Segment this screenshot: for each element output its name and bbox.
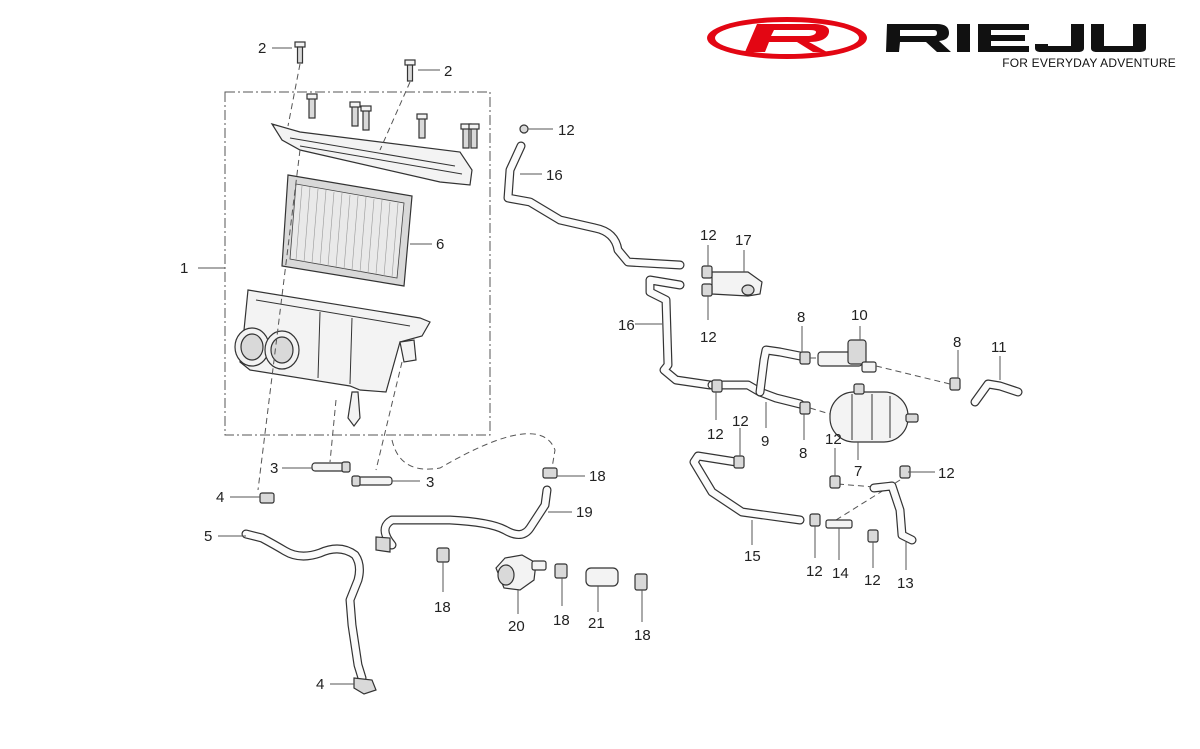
hose-clamp-8 <box>799 401 811 415</box>
callout-20: 20 <box>508 618 525 635</box>
callout-18: 18 <box>589 468 606 485</box>
callout-12: 12 <box>825 431 842 448</box>
hose-15-inner <box>690 452 804 524</box>
callout-18: 18 <box>553 612 570 629</box>
hose-clamp <box>259 492 275 504</box>
hose-19-end <box>375 536 391 553</box>
callout-8: 8 <box>953 334 961 351</box>
screw-axis-line <box>287 63 301 127</box>
logo-r-letter <box>745 24 830 52</box>
hose-clamp-18-end <box>634 573 648 591</box>
callout-16: 16 <box>618 317 635 334</box>
callout-8: 8 <box>797 309 805 326</box>
callout-21: 21 <box>588 615 605 632</box>
airbox-side-fitting <box>399 339 417 363</box>
callout-12: 12 <box>707 426 724 443</box>
vent-hose-16-upper-inner <box>504 142 684 269</box>
intake-hose-19-inner <box>376 486 551 549</box>
callout-12: 12 <box>558 122 575 139</box>
hose-clamp-18-upper <box>542 467 558 479</box>
callout-4: 4 <box>216 489 224 506</box>
callout-12: 12 <box>732 413 749 430</box>
logo-wordmark <box>886 24 1146 52</box>
airbox-intake-ports <box>234 327 300 370</box>
charcoal-canister-7 <box>829 383 919 443</box>
drain-hose-plug <box>353 677 377 695</box>
callout-10: 10 <box>851 307 868 324</box>
airbox-group-boundary <box>224 91 491 436</box>
screw-axis-line <box>379 81 411 151</box>
callout-6: 6 <box>436 236 444 253</box>
solenoid-valve-10 <box>817 339 877 373</box>
hose-clamp-8 <box>799 351 811 365</box>
hose-clamp-12 <box>733 455 745 469</box>
callout-13: 13 <box>897 575 914 592</box>
callout-12: 12 <box>700 329 717 346</box>
screw-top-left <box>294 41 306 64</box>
airbox-drain-spout <box>347 391 361 427</box>
callout-9: 9 <box>761 433 769 450</box>
callout-16: 16 <box>546 167 563 184</box>
connector-pipe-right <box>351 475 393 487</box>
lid-screws <box>306 93 480 149</box>
hose-clamp-12-top <box>519 124 529 134</box>
route-line <box>809 407 831 415</box>
callout-3: 3 <box>270 460 278 477</box>
callout-3: 3 <box>426 474 434 491</box>
callout-12: 12 <box>806 563 823 580</box>
hose-11-inner <box>971 380 1022 406</box>
callout-8: 8 <box>799 445 807 462</box>
callout-11: 11 <box>991 339 1007 356</box>
air-filter-pleats <box>295 185 399 278</box>
callout-2: 2 <box>258 40 266 57</box>
brand-tagline: FOR EVERYDAY ADVENTURE <box>1002 56 1176 70</box>
screw-top-right <box>404 59 416 82</box>
callout-18: 18 <box>634 627 651 644</box>
route-line <box>875 365 951 385</box>
assembly-line <box>375 361 403 471</box>
assembly-line <box>257 149 301 491</box>
hose-clamp-12 <box>829 475 841 489</box>
rieju-logo <box>707 17 1146 59</box>
callout-labels: 1 2 2 3 3 4 4 5 6 7 8 8 8 9 10 11 12 12 … <box>180 40 1007 693</box>
callout-17: 17 <box>735 232 752 249</box>
callout-2: 2 <box>444 63 452 80</box>
callout-5: 5 <box>204 528 212 545</box>
airbox-body-edge <box>255 299 411 385</box>
t-fitting-17 <box>711 271 763 297</box>
callout-1: 1 <box>180 260 188 277</box>
short-hose-21 <box>585 567 619 587</box>
hose-clamp-18-mid <box>436 547 450 563</box>
drain-route-line <box>391 433 556 470</box>
connector-pipe-left <box>311 461 351 473</box>
callout-15: 15 <box>744 548 761 565</box>
hose-clamp-8 <box>949 377 961 391</box>
hose-13-inner <box>870 482 916 544</box>
callout-18: 18 <box>434 599 451 616</box>
hose-9-loop-inner <box>756 346 804 396</box>
hose-clamp-12 <box>867 529 879 543</box>
callout-19: 19 <box>576 504 593 521</box>
assembly-line <box>329 399 337 463</box>
callout-12: 12 <box>864 572 881 589</box>
callout-4: 4 <box>316 676 324 693</box>
drain-hose-inner <box>242 530 366 682</box>
joint-14 <box>825 519 853 529</box>
airbox-lid <box>270 122 473 186</box>
hose-clamp-12 <box>701 283 713 297</box>
vent-hose-16-lower-inner <box>646 276 714 389</box>
leader-lines <box>198 47 1001 685</box>
hose-clamp-12 <box>809 513 821 527</box>
callout-14: 14 <box>832 565 849 582</box>
callout-12: 12 <box>938 465 955 482</box>
hose-clamp-12 <box>701 265 713 279</box>
callout-12: 12 <box>700 227 717 244</box>
hose-clamp-18-right <box>554 563 568 579</box>
airbox-lid-rim <box>289 137 463 175</box>
callout-7: 7 <box>854 463 862 480</box>
air-valve-20 <box>495 554 547 591</box>
hose-clamp-12 <box>711 379 723 393</box>
